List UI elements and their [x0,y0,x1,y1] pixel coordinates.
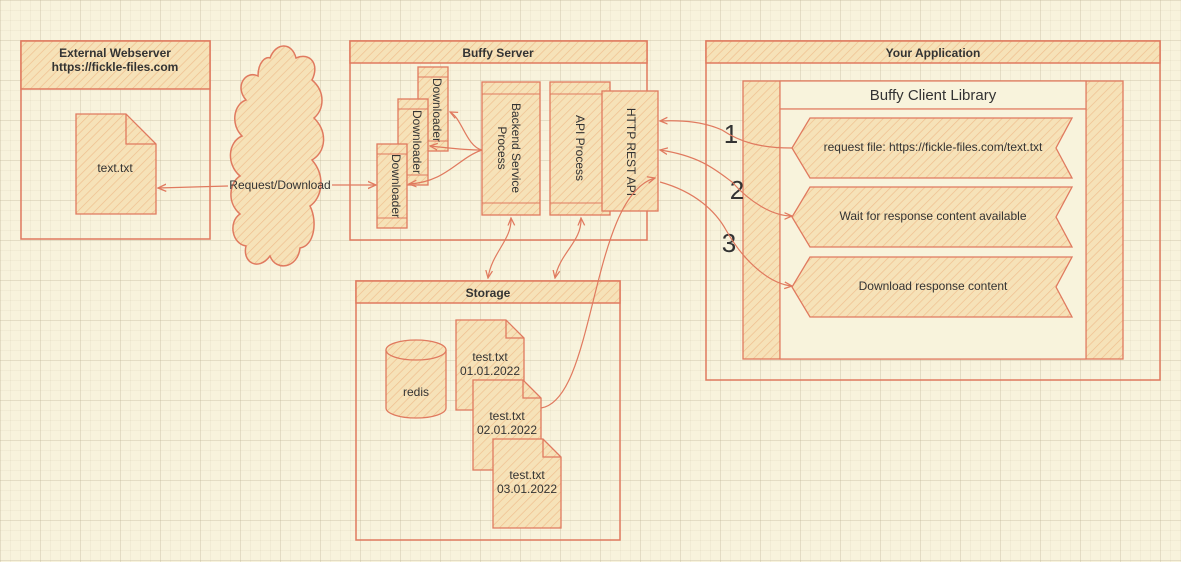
redis-database-icon [385,339,447,419]
your-application-title: Your Application [886,46,981,60]
storage-file-1-name: test.txt [472,350,508,364]
storage-file-3 [492,438,562,529]
step-3-number: 3 [722,228,736,258]
backend-service-label-line1: Backend Service [509,103,523,193]
step-1-text: request file: https://fickle-files.com/t… [824,140,1043,154]
external-webserver-container: External Webserver https://fickle-files.… [20,40,211,240]
http-rest-api [601,90,659,212]
arrow-cloud-to-webserver [158,186,229,188]
backend-service-process [481,81,541,216]
backend-service-label-line2: Process [495,126,509,169]
arrow-backend-to-downloader-2 [430,146,483,150]
buffy-server-title: Buffy Server [462,46,534,60]
storage-file-2-date: 02.01.2022 [477,423,537,437]
external-webserver-title: External Webserver [59,46,171,60]
storage-file-3-date: 03.01.2022 [497,482,557,496]
buffy-client-library-title: Buffy Client Library [870,87,997,104]
step-2-number: 2 [730,175,744,205]
downloader-3-label: Downloader [389,154,403,218]
storage-title: Storage [466,286,511,300]
arrow-api-storage [555,218,581,278]
downloader-1-label: Downloader [430,78,444,142]
cloud-shape [229,45,325,267]
storage-file-2-name: test.txt [489,409,525,423]
downloader-2-label: Downloader [410,110,424,174]
arrow-step-2-api [660,150,792,216]
api-process [549,81,611,216]
arrow-backend-to-downloader-3 [409,149,483,184]
step-3-text: Download response content [859,279,1008,293]
storage-file-1-date: 01.01.2022 [460,364,520,378]
api-process-label: API Process [573,115,587,181]
your-application-container: Your Application Buffy Client Library re… [705,40,1161,381]
external-webserver-url: https://fickle-files.com [52,60,179,74]
http-rest-api-label: HTTP REST API [624,108,638,196]
downloader-3 [376,143,408,229]
file-label: text.txt [97,161,133,175]
arrow-step-1-to-api [660,121,793,149]
storage-file-3-name: test.txt [509,468,545,482]
step-1-number: 1 [724,119,738,149]
arrow-file-to-http-api [540,178,655,409]
step-2-text: Wait for response content available [840,209,1027,223]
cloud-label: Request/Download [229,178,330,192]
arrow-step-3-api [659,181,792,286]
storage-container: Storage redis test.txt 01.01.2022 test.t… [355,280,621,541]
arrow-backend-storage [488,218,511,278]
redis-label: redis [403,385,429,399]
buffy-server-container: Buffy Server Downloader Downloader Downl… [349,40,659,241]
arrow-backend-to-downloader-1 [450,112,483,151]
file-icon-text-txt [75,113,157,215]
